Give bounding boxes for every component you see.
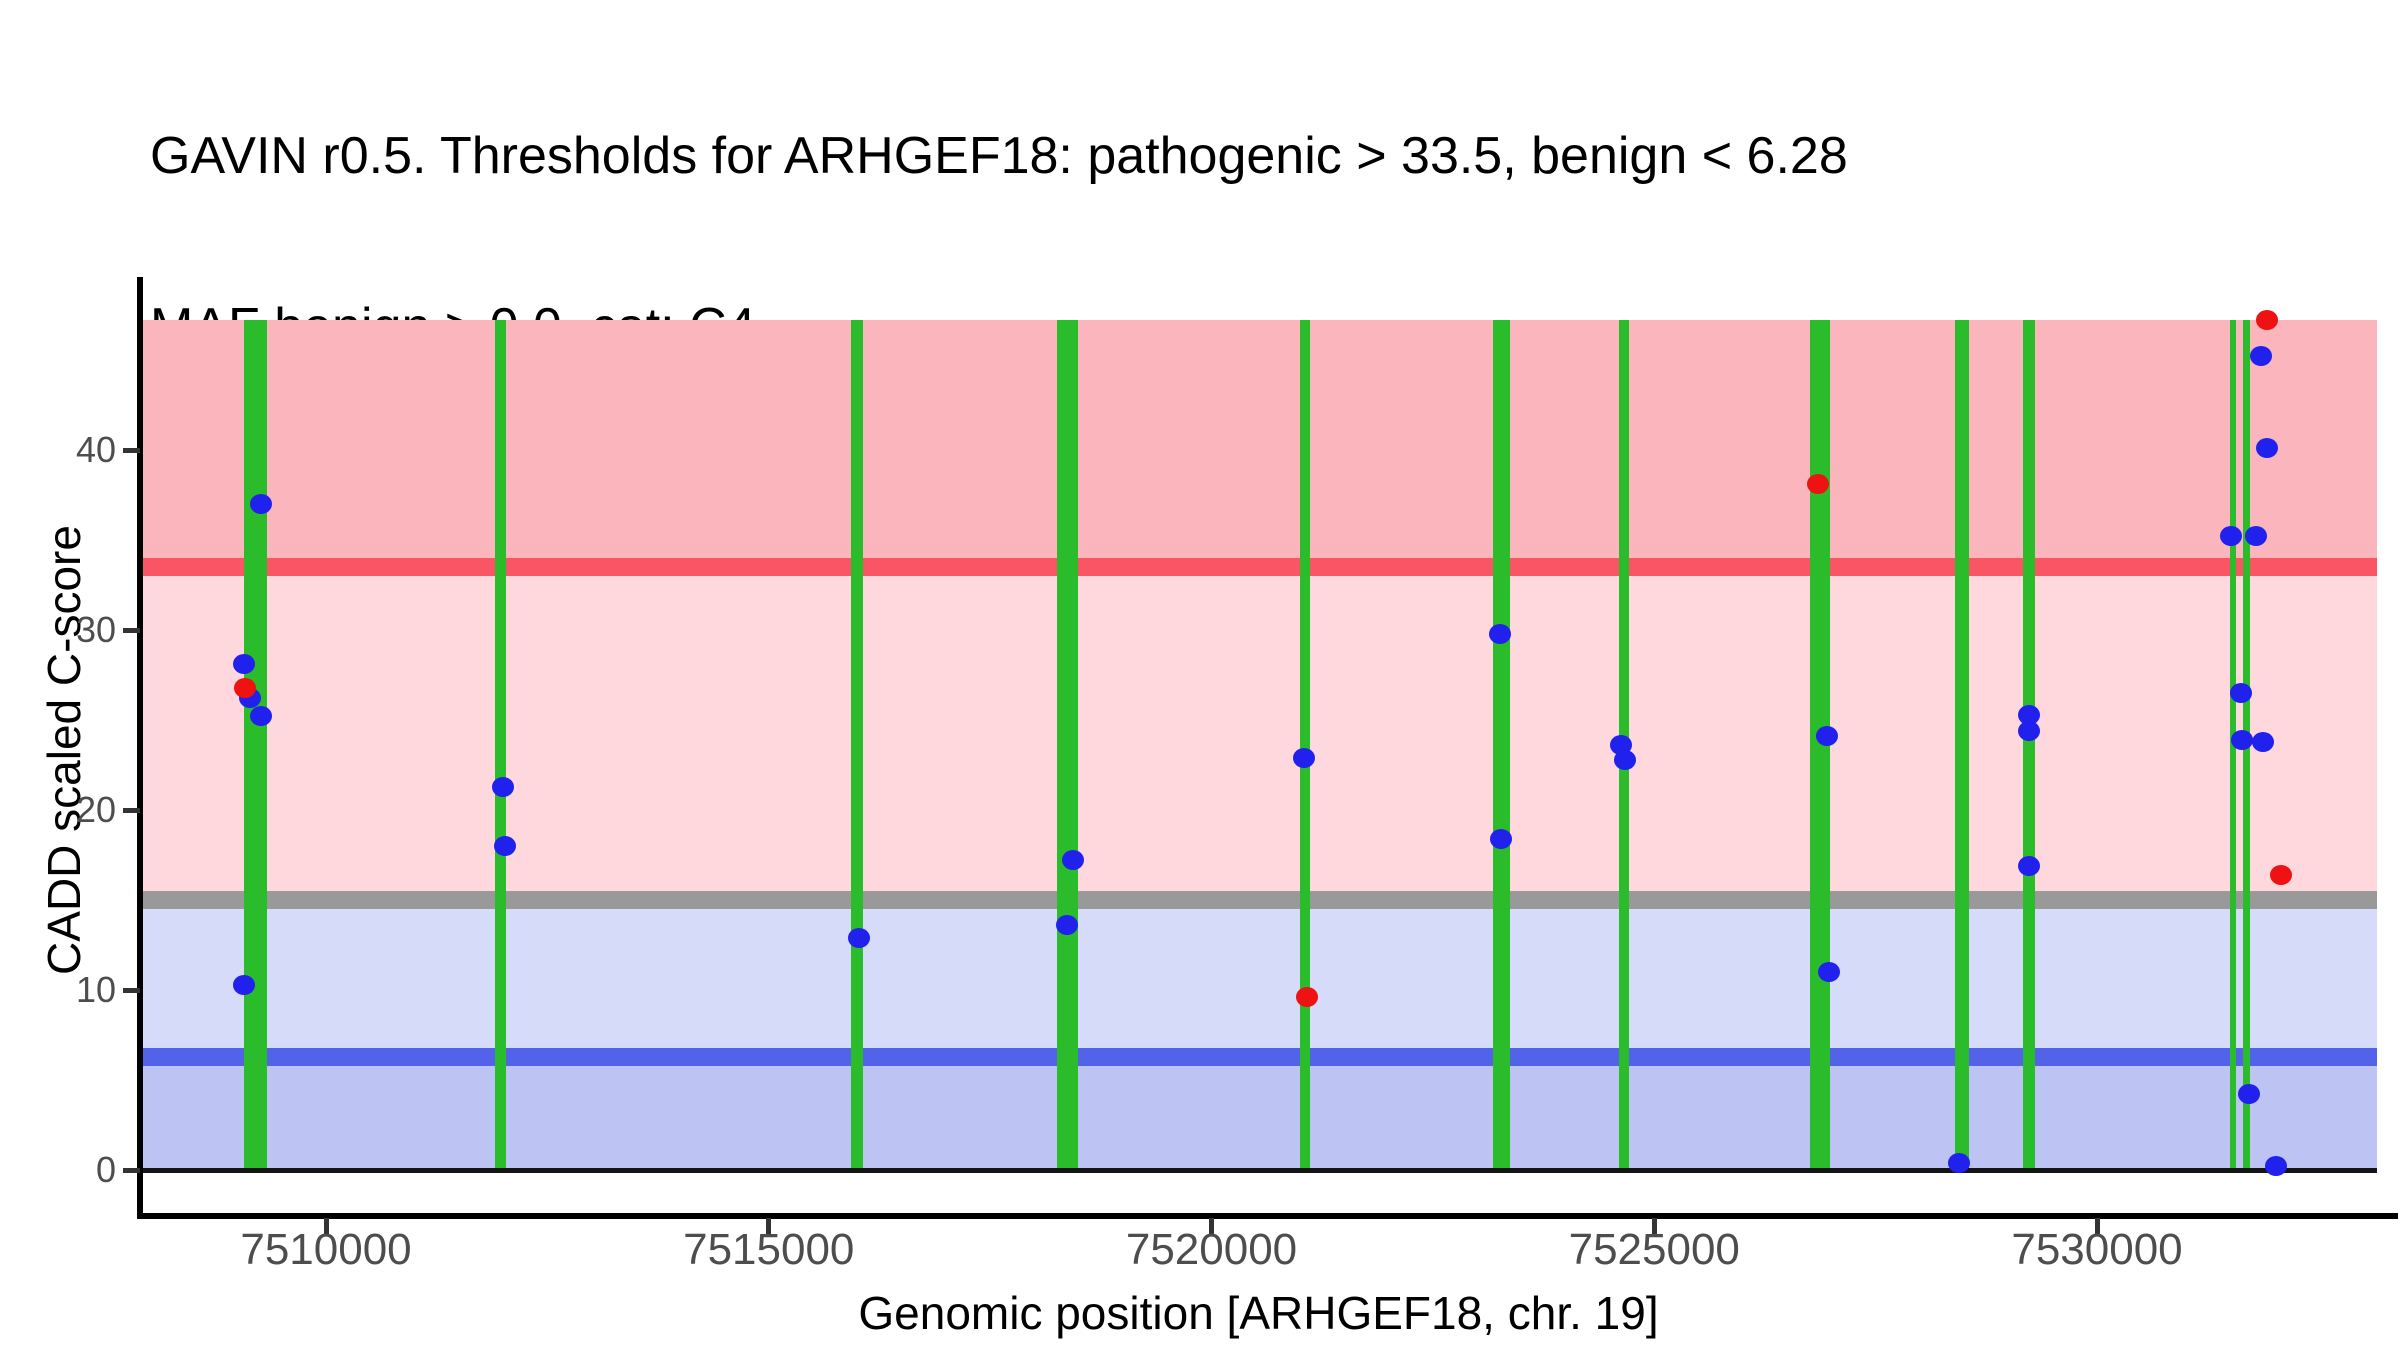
gnomad-matched-variant-dot — [233, 974, 255, 995]
x-tick-mark — [323, 1218, 329, 1234]
y-tick-mark — [123, 987, 140, 993]
pathogenic-threshold-line — [140, 558, 2377, 576]
gnomad-matched-variant-dot — [2017, 704, 2040, 725]
y-tick-label: 20 — [75, 789, 116, 830]
clinvar-pathogenic-variant-dot — [2270, 864, 2293, 885]
gnomad-matched-variant-dot — [2230, 729, 2253, 750]
refseq-exon-bar — [851, 320, 863, 1170]
gnomad-matched-variant-dot — [494, 836, 517, 856]
refseq-exon-bar — [244, 320, 268, 1170]
x-axis-title: Genomic position [ARHGEF18, chr. 19] — [858, 1287, 1659, 1339]
band-vus-upper — [140, 567, 2377, 900]
plot-title-line-1: GAVIN r0.5. Thresholds for ARHGEF18: pat… — [150, 127, 1848, 185]
x-axis-line — [137, 1213, 2398, 1219]
clinvar-pathogenic-variant-dot — [2256, 310, 2279, 331]
x-tick-mark — [1209, 1218, 1214, 1234]
refseq-exon-bar — [1954, 320, 1969, 1170]
gnomad-matched-variant-dot — [492, 776, 514, 797]
gnomad-matched-variant-dot — [847, 927, 870, 948]
gnomad-matched-variant-dot — [1062, 850, 1084, 871]
gnomad-matched-variant-dot — [2265, 1156, 2288, 1177]
clinvar-pathogenic-variant-dot — [1807, 474, 1830, 495]
y-tick-label: 0 — [95, 1149, 116, 1190]
y-tick-mark — [123, 627, 140, 633]
gnomad-matched-variant-dot — [1947, 1152, 1970, 1173]
refseq-exon-bar — [494, 320, 507, 1170]
refseq-exon-bar — [1299, 320, 1310, 1170]
band-pathogenic — [140, 320, 2377, 567]
y-tick-label: 10 — [75, 969, 116, 1010]
gnomad-matched-variant-dot — [1614, 749, 1637, 770]
x-tick-label: 7510000 — [240, 1225, 412, 1274]
gnomad-matched-variant-dot — [2219, 526, 2242, 547]
y-tick-mark — [123, 447, 140, 453]
gnomad-matched-variant-dot — [2229, 683, 2252, 703]
gnomad-matched-variant-dot — [233, 654, 255, 675]
gnomad-matched-variant-dot — [250, 494, 272, 514]
gnomad-matched-variant-dot — [2017, 855, 2040, 876]
zero-score-line — [140, 1168, 2377, 1173]
gnomad-matched-variant-dot — [250, 706, 272, 727]
y-tick-label: 40 — [75, 429, 116, 470]
gnomad-matched-variant-dot — [2250, 346, 2273, 367]
gnomad-matched-variant-dot — [2252, 731, 2275, 752]
gnomad-matched-variant-dot — [2244, 526, 2267, 547]
x-tick-label: 7515000 — [683, 1225, 855, 1274]
clinvar-pathogenic-variant-dot — [1295, 987, 1318, 1008]
y-tick-mark — [123, 1167, 140, 1173]
refseq-exon-bar — [2022, 320, 2035, 1170]
gnomad-matched-variant-dot — [1292, 747, 1315, 768]
clinvar-pathogenic-variant-dot — [233, 677, 256, 698]
band-benign — [140, 1056, 2377, 1170]
gnomad-matched-variant-dot — [2017, 720, 2040, 741]
gnomad-matched-variant-dot — [1055, 915, 1078, 936]
fallback-threshold-line — [140, 891, 2377, 909]
gnomad-matched-variant-dot — [1489, 828, 1512, 849]
x-tick-label: 7525000 — [1568, 1225, 1740, 1274]
refseq-exon-bar — [1493, 320, 1510, 1170]
x-tick-mark — [766, 1218, 772, 1234]
gnomad-matched-variant-dot — [1816, 726, 1838, 747]
x-tick-label: 7530000 — [2011, 1225, 2183, 1274]
x-tick-label: 7520000 — [1125, 1225, 1298, 1274]
x-tick-mark — [1651, 1218, 1657, 1234]
benign-threshold-line — [140, 1047, 2377, 1066]
gnomad-matched-variant-dot — [1818, 962, 1841, 982]
gnomad-matched-variant-dot — [1488, 623, 1511, 644]
y-tick-mark — [123, 807, 140, 813]
band-vus-lower — [140, 900, 2377, 1057]
y-axis-line — [137, 277, 143, 1219]
gnomad-matched-variant-dot — [2256, 438, 2279, 459]
gnomad-matched-variant-dot — [2238, 1084, 2261, 1105]
refseq-exon-bar — [1810, 320, 1830, 1170]
y-tick-label: 30 — [75, 609, 116, 650]
x-tick-mark — [2094, 1218, 2100, 1234]
refseq-exon-bar — [1056, 320, 1078, 1170]
